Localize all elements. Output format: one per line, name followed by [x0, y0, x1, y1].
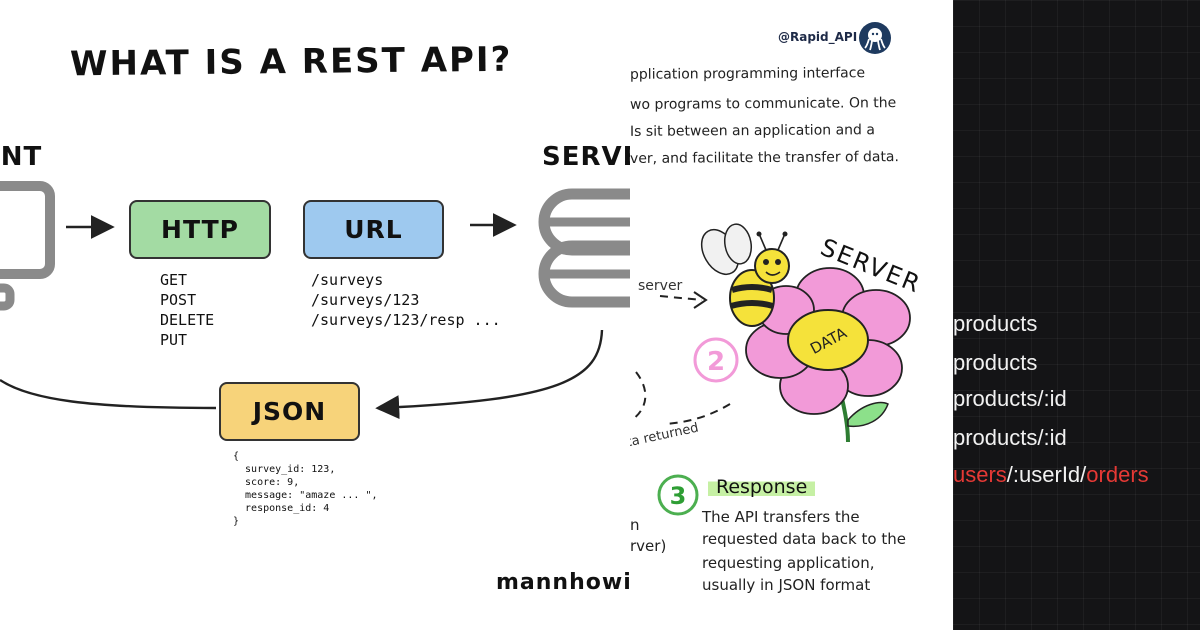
url-path: /surveys/123	[311, 291, 420, 309]
step-three-number: 3	[670, 482, 687, 510]
json-line: {	[233, 451, 240, 462]
monitor-icon	[0, 181, 55, 311]
route-line: products/:id	[953, 386, 1067, 411]
twitter-handle: @Rapid_API	[778, 30, 858, 44]
route-line: products	[953, 350, 1038, 375]
route-line: products/:id	[953, 425, 1067, 450]
json-line: response_id: 4	[233, 503, 330, 514]
route-segment-param: /:userId/	[1006, 462, 1087, 487]
cropped-text-fragment: n	[630, 516, 640, 534]
route-segment-orders: orders	[1086, 462, 1149, 487]
response-line: The API transfers the	[702, 508, 860, 526]
json-line: message: "amaze ... ",	[233, 490, 378, 501]
json-line: survey_id: 123,	[233, 464, 336, 475]
response-line: requested data back to the	[702, 530, 906, 548]
client-label: ENT	[0, 142, 43, 172]
http-method: POST	[160, 291, 197, 309]
url-path: /surveys/123/resp ...	[311, 311, 501, 329]
arrow-json-to-client	[0, 379, 217, 410]
route-line: products	[953, 311, 1038, 336]
author-signature: mannhowie	[496, 570, 630, 595]
response-heading: Response	[708, 476, 816, 498]
response-line: requesting application,	[702, 554, 875, 572]
cropped-text-fragment: rver)	[630, 537, 667, 555]
server-label: SERVE	[542, 142, 630, 172]
bee-icon	[700, 223, 790, 327]
json-line: score: 9,	[233, 477, 300, 488]
http-method: DELETE	[160, 311, 215, 329]
server-stack-icon	[538, 188, 630, 308]
rest-api-diagram-panel: WHAT IS A REST API? ENT SERVE HTTP URL J…	[0, 39, 630, 595]
routes-code-panel: products products products/:id products/…	[953, 0, 1200, 630]
json-box: JSON	[219, 382, 360, 441]
route-segment-users: users	[953, 462, 1007, 487]
rapidapi-octopus-logo-icon	[859, 22, 891, 54]
arrow-server-to-json	[375, 329, 604, 420]
rapidapi-illustration-panel: @Rapid_API pplication programming interf…	[630, 0, 953, 630]
url-path: /surveys	[311, 271, 384, 289]
http-method: PUT	[160, 331, 188, 349]
bee-flower-illustration: DATA 2 3	[631, 223, 911, 516]
http-box: HTTP	[129, 200, 271, 259]
step-two-number: 2	[707, 347, 725, 377]
route-line-orders: users/:userId/orders	[953, 462, 1149, 488]
response-line: usually in JSON format	[702, 576, 871, 594]
json-line: }	[233, 516, 240, 527]
http-method: GET	[160, 271, 188, 289]
url-box: URL	[303, 200, 444, 259]
flow-arrows	[0, 213, 604, 420]
server-caption: server	[638, 278, 683, 294]
